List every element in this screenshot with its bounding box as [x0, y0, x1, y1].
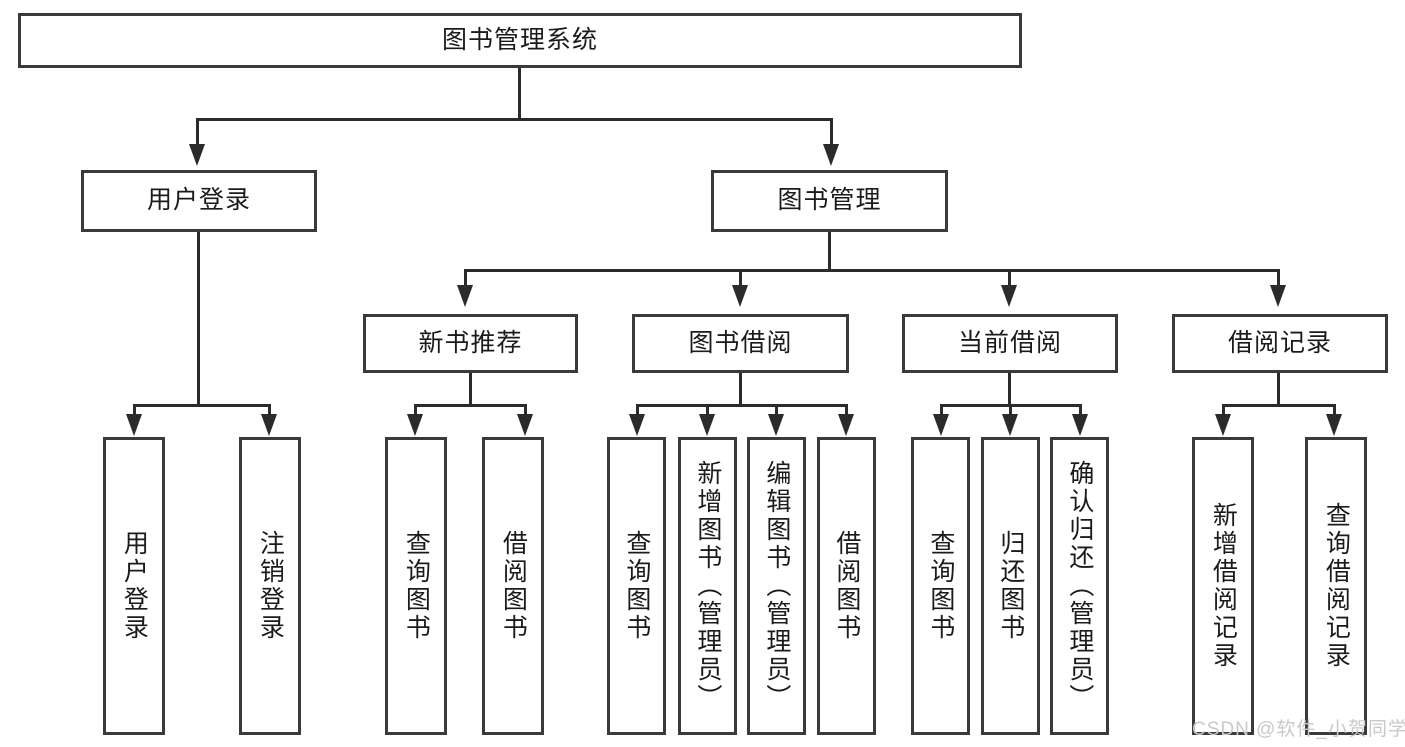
watermark-text: CSDN @软件_小贺同学 [1192, 719, 1405, 740]
arrow-bm-to-borrow-record [1270, 285, 1286, 307]
node-label: 新书推荐 [418, 328, 523, 357]
edge-borrow-record-stem [1277, 373, 1280, 407]
arrow-cb-to-leaf-2 [1002, 414, 1018, 436]
arrow-root-to-book-management [823, 144, 839, 166]
arrow-br-to-leaf-2 [1326, 414, 1342, 436]
node-user-login[interactable]: 用户登录 [81, 170, 317, 232]
arrow-cb-to-leaf-1 [933, 414, 949, 436]
arrow-br-to-leaf-1 [1215, 414, 1231, 436]
edge-br-to-leaf-2 [1333, 404, 1336, 416]
node-label: 图书管理 [777, 186, 882, 215]
node-new-book-recommend[interactable]: 新书推荐 [363, 314, 578, 373]
arrow-bm-to-book-borrow [732, 285, 748, 307]
node-borrow-record[interactable]: 借阅记录 [1172, 314, 1388, 373]
edge-user-login-stem [197, 232, 200, 406]
arrow-root-to-user-login [189, 144, 205, 166]
edge-book-borrow-bus [636, 404, 848, 407]
node-label: 用户登录 [146, 186, 251, 215]
edge-root-bus [196, 118, 833, 121]
edge-bb-to-leaf-3 [775, 404, 778, 416]
node-book-borrow[interactable]: 图书借阅 [632, 314, 849, 373]
node-label: 用户登录 [120, 530, 149, 642]
node-label: 查询图书 [926, 530, 955, 642]
leaf-new-book-1[interactable]: 查询图书 [385, 437, 447, 735]
node-label: 借阅图书 [832, 530, 861, 642]
edge-cb-to-leaf-1 [940, 404, 943, 416]
node-label: 查询图书 [622, 530, 651, 642]
edge-bb-to-leaf-2 [706, 404, 709, 416]
arrow-bb-to-leaf-3 [768, 414, 784, 436]
arrow-cb-to-leaf-3 [1072, 414, 1088, 436]
edge-root-to-book-management [830, 118, 833, 146]
node-label: 图书管理系统 [441, 25, 598, 54]
arrow-bb-to-leaf-2 [699, 414, 715, 436]
edge-cb-to-leaf-3 [1079, 404, 1082, 416]
node-label: 借阅记录 [1227, 328, 1332, 357]
edge-new-book-bus [414, 404, 527, 407]
node-label: 编辑图书（管理员） [762, 460, 791, 712]
leaf-new-book-2[interactable]: 借阅图书 [482, 437, 544, 735]
edge-current-borrow-stem [1008, 373, 1011, 407]
node-label: 查询图书 [402, 530, 431, 642]
node-label: 图书借阅 [688, 328, 793, 357]
leaf-user-login-2[interactable]: 注销登录 [239, 437, 301, 735]
node-label: 归还图书 [996, 530, 1025, 642]
node-label: 注销登录 [256, 530, 285, 642]
arrow-nb-to-leaf-2 [517, 414, 533, 436]
leaf-user-login-1[interactable]: 用户登录 [103, 437, 165, 735]
edge-bm-to-borrow-record [1277, 269, 1280, 287]
node-label: 新增借阅记录 [1209, 502, 1238, 670]
edge-book-borrow-stem [739, 373, 742, 407]
leaf-book-borrow-3[interactable]: 编辑图书（管理员） [747, 437, 806, 735]
edge-nb-to-leaf-2 [524, 404, 527, 416]
leaf-book-borrow-2[interactable]: 新增图书（管理员） [678, 437, 737, 735]
edge-user-login-bus [133, 404, 271, 407]
leaf-book-borrow-1[interactable]: 查询图书 [607, 437, 666, 735]
edge-cb-to-leaf-2 [1009, 404, 1012, 416]
arrow-bm-to-new-book [457, 285, 473, 307]
leaf-borrow-record-2[interactable]: 查询借阅记录 [1305, 437, 1367, 735]
edge-bm-to-new-book [464, 269, 467, 287]
edge-user-login-to-leaf-1 [133, 404, 136, 416]
leaf-borrow-record-1[interactable]: 新增借阅记录 [1192, 437, 1254, 735]
leaf-current-borrow-2[interactable]: 归还图书 [981, 437, 1040, 735]
arrow-bm-to-current-borrow [1001, 285, 1017, 307]
edge-borrow-record-bus [1222, 404, 1336, 407]
node-label: 当前借阅 [957, 328, 1062, 357]
leaf-current-borrow-1[interactable]: 查询图书 [911, 437, 970, 735]
edge-nb-to-leaf-1 [414, 404, 417, 416]
edge-new-book-stem [469, 373, 472, 407]
edge-root-stem [518, 68, 521, 120]
node-label: 新增图书（管理员） [693, 460, 722, 712]
node-root-book-management-system[interactable]: 图书管理系统 [18, 13, 1022, 68]
edge-root-to-user-login [196, 118, 199, 146]
leaf-book-borrow-4[interactable]: 借阅图书 [817, 437, 876, 735]
node-book-management[interactable]: 图书管理 [711, 170, 948, 232]
node-label: 确认归还（管理员） [1065, 460, 1094, 712]
edge-book-management-bus [464, 269, 1280, 272]
arrow-nb-to-leaf-1 [407, 414, 423, 436]
edge-user-login-to-leaf-2 [268, 404, 271, 416]
edge-bm-to-book-borrow [739, 269, 742, 287]
edge-book-management-stem [828, 232, 831, 272]
arrow-bb-to-leaf-4 [838, 414, 854, 436]
edge-br-to-leaf-1 [1222, 404, 1225, 416]
edge-bm-to-current-borrow [1008, 269, 1011, 287]
arrow-user-login-to-leaf-2 [261, 414, 277, 436]
node-current-borrow[interactable]: 当前借阅 [902, 314, 1118, 373]
arrow-bb-to-leaf-1 [629, 414, 645, 436]
leaf-current-borrow-3[interactable]: 确认归还（管理员） [1050, 437, 1109, 735]
node-label: 查询借阅记录 [1322, 502, 1351, 670]
edge-bb-to-leaf-1 [636, 404, 639, 416]
edge-bb-to-leaf-4 [845, 404, 848, 416]
node-label: 借阅图书 [499, 530, 528, 642]
arrow-user-login-to-leaf-1 [126, 414, 142, 436]
